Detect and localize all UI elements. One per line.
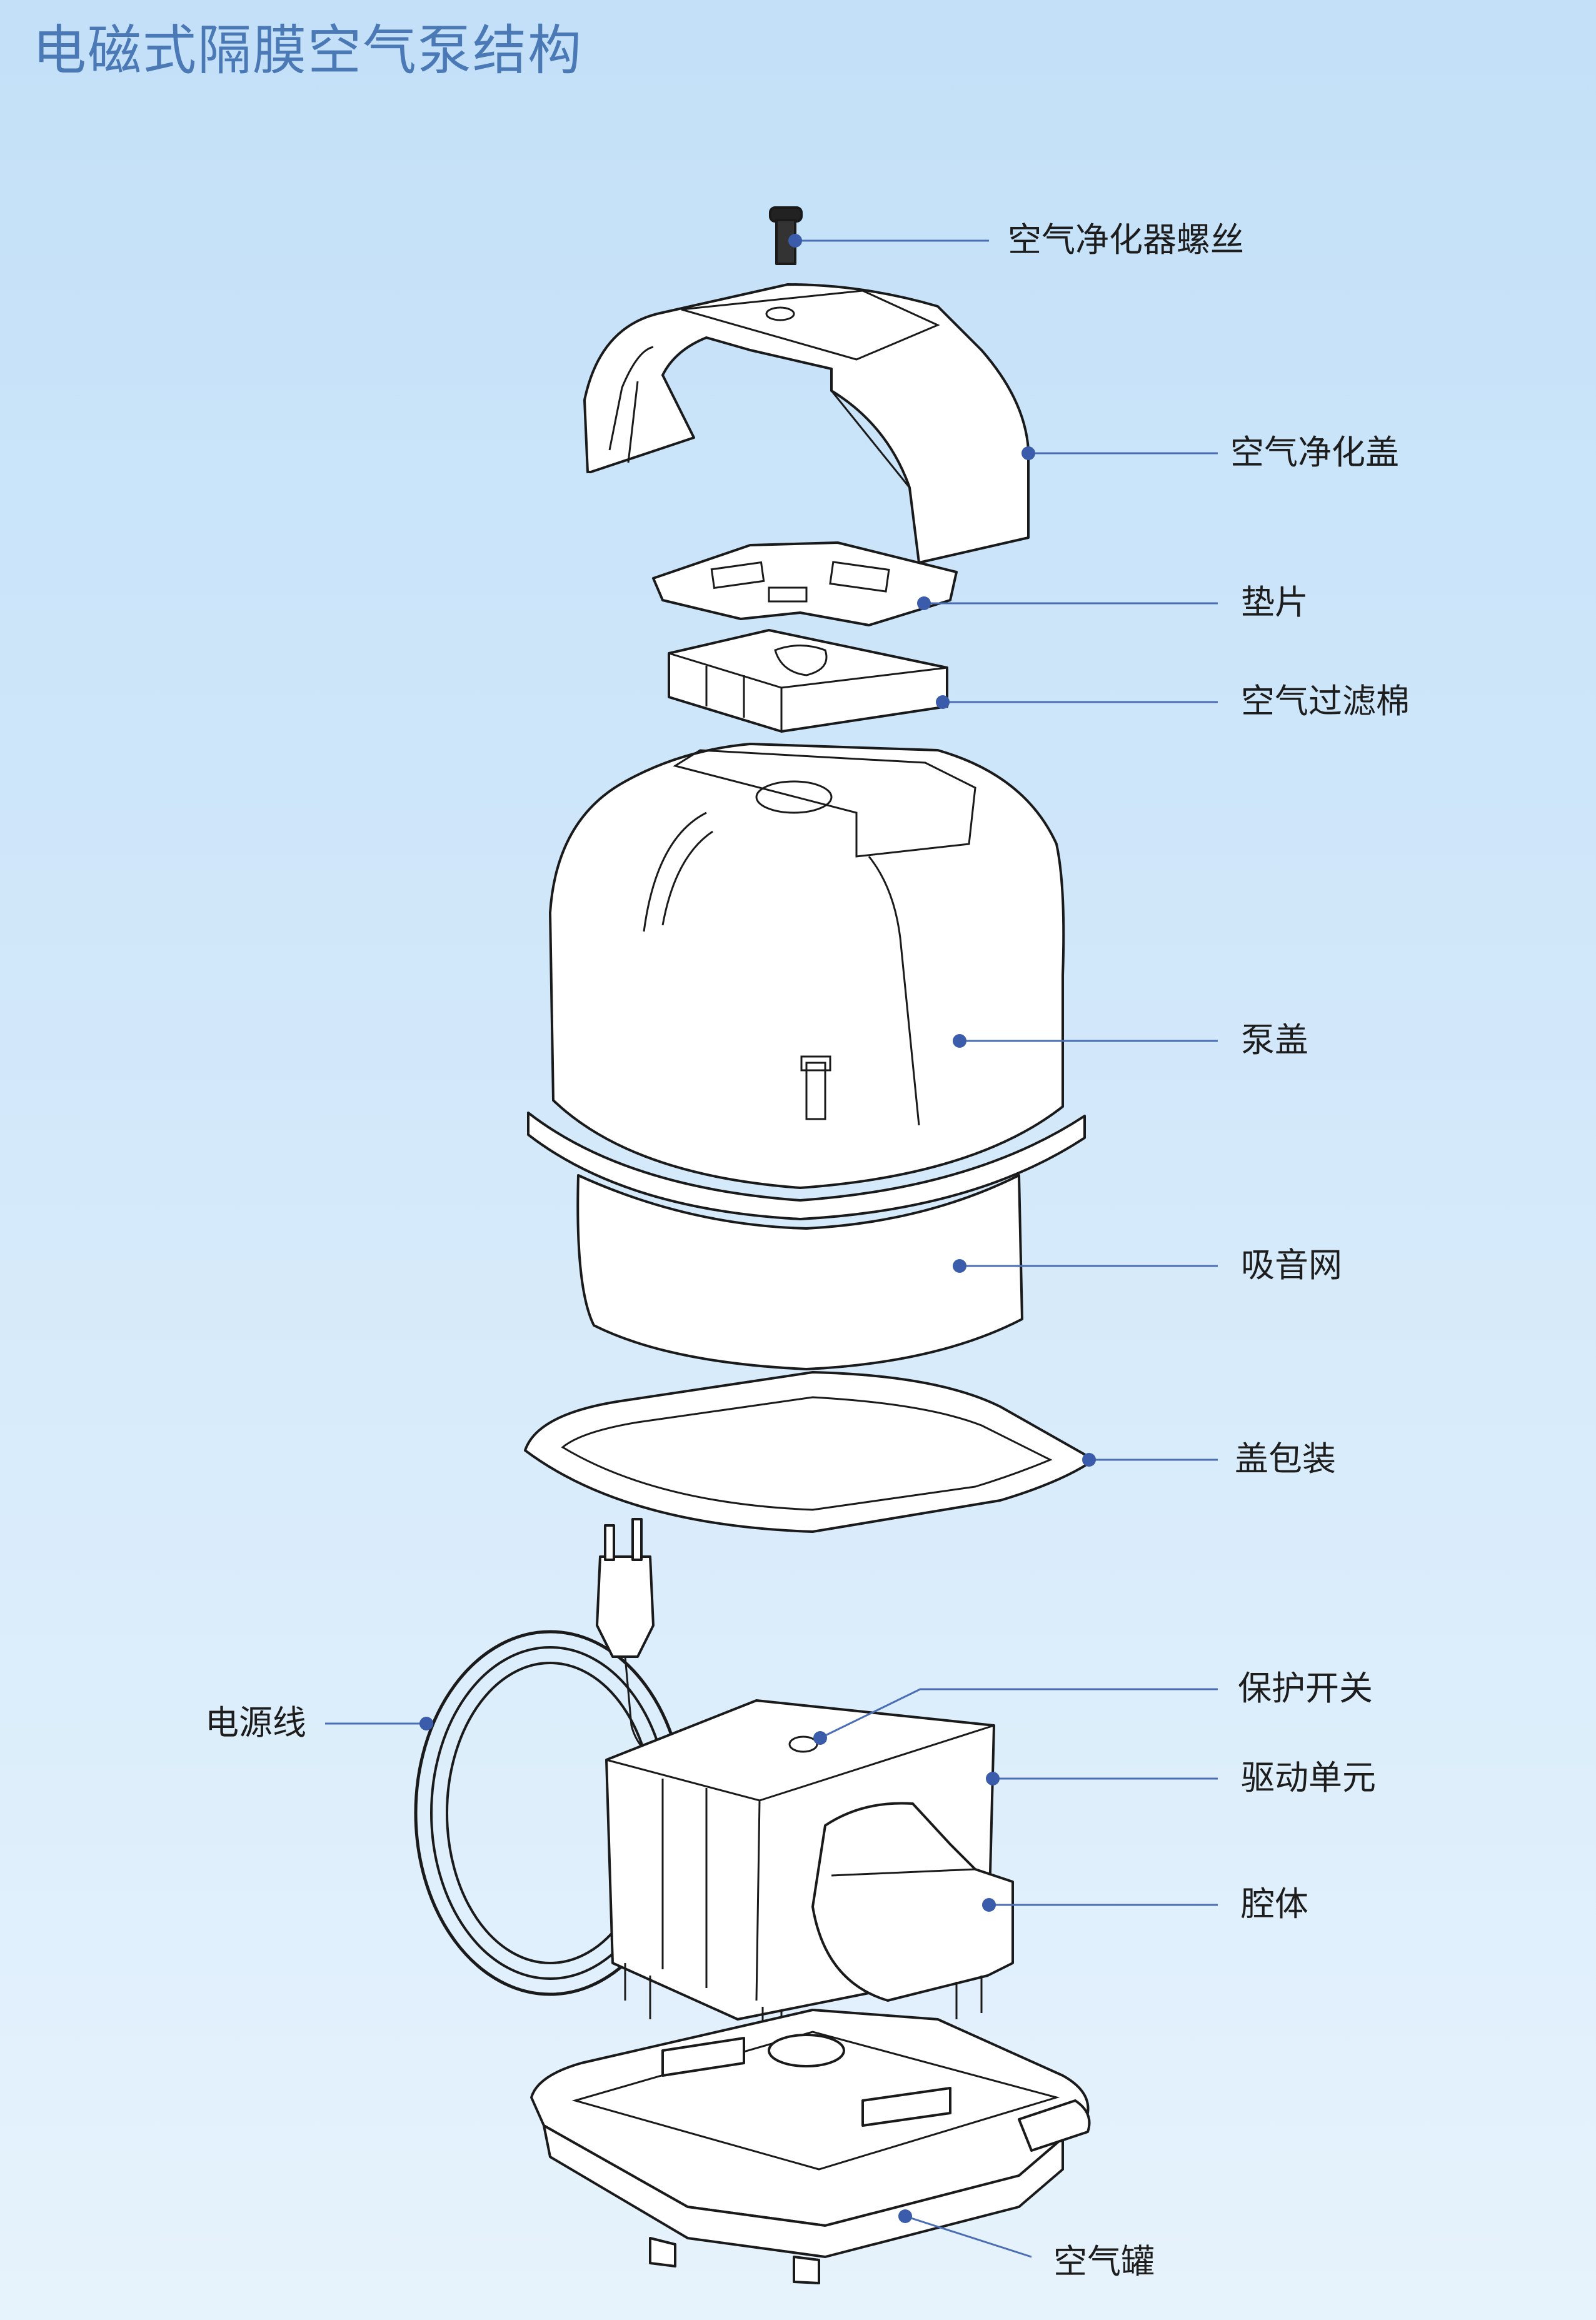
label-sound-mesh: 吸音网 [1241, 1245, 1342, 1285]
label-air-filter: 空气过滤棉 [1241, 681, 1410, 721]
label-protect-switch: 保护开关 [1238, 1669, 1373, 1708]
drive-unit-part [605, 1699, 1014, 2054]
sound-mesh-part [576, 1174, 1023, 1370]
label-power-cord: 电源线 [205, 1703, 306, 1742]
label-pump-cover: 泵盖 [1241, 1020, 1308, 1060]
pump-cover-part [527, 743, 1086, 1220]
purifier-cover-part [583, 283, 1030, 564]
label-chamber: 腔体 [1241, 1884, 1308, 1924]
air-tank-part [530, 2009, 1091, 2284]
label-cover-seal: 盖包装 [1235, 1439, 1336, 1479]
label-air-tank: 空气罐 [1053, 2242, 1155, 2281]
label-drive-unit: 驱动单元 [1241, 1758, 1376, 1797]
gasket-part [652, 541, 958, 626]
air-filter-part [668, 629, 948, 733]
leader-lines [325, 239, 1218, 2258]
leader-dots [419, 234, 1096, 2223]
label-gasket: 垫片 [1241, 583, 1308, 622]
cover-seal-part [524, 1371, 1095, 1533]
label-purifier-cover: 空气净化盖 [1230, 433, 1399, 472]
label-purifier-screw: 空气净化器螺丝 [1008, 220, 1244, 259]
page-title: 电磁式隔膜空气泵结构 [33, 19, 583, 82]
